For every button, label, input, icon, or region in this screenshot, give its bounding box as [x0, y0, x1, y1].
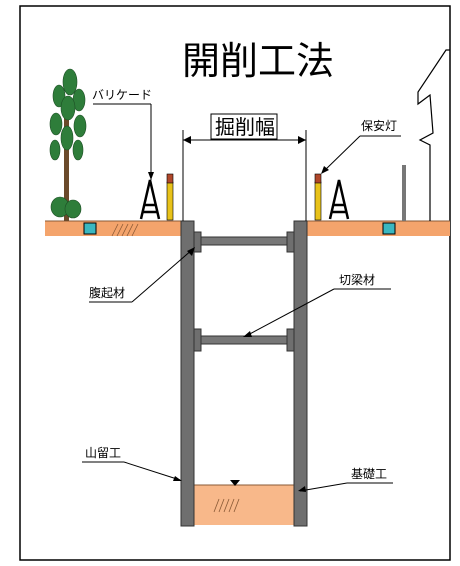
retaining-wall-leader-arrow — [123, 461, 181, 481]
strut-leader-arrow — [245, 288, 335, 337]
width-label: 掘削幅 — [215, 115, 275, 139]
foundation-mark — [230, 480, 240, 486]
barricade-icon — [139, 179, 161, 220]
safety-light-icon — [314, 173, 322, 221]
diagram-border — [19, 5, 451, 561]
wale-lower-right — [286, 328, 295, 352]
foundation-label: 基礎工 — [351, 467, 387, 481]
strut-upper — [200, 236, 288, 246]
wale-lower-left — [193, 328, 202, 352]
tree-icon — [49, 68, 87, 221]
foundation-leader-arrow — [299, 482, 348, 492]
ground-left — [45, 221, 183, 236]
width-dim-arrow-left — [183, 136, 191, 144]
utility-box-left — [83, 222, 97, 235]
utility-box-right — [382, 222, 396, 235]
strut-label: 切梁材 — [339, 272, 375, 287]
safety-light-leader-head — [321, 166, 329, 174]
width-label-box — [210, 113, 278, 140]
barricade-label: バリケード — [92, 88, 152, 102]
wale-leader-head — [187, 247, 195, 256]
boundary-post — [402, 165, 406, 221]
safety-light-label: 保安灯 — [361, 118, 397, 133]
safety-light-icon — [166, 173, 174, 221]
diagram-title: 開削工法 — [182, 39, 334, 83]
barricade-icon — [328, 179, 350, 220]
wale-leader-arrow — [131, 248, 194, 303]
ground-hatching — [111, 223, 139, 237]
sheet-pile-left — [180, 220, 195, 527]
width-dim-arrow-right — [298, 136, 306, 144]
wale-upper-left — [193, 231, 202, 253]
strut-leader-head — [243, 331, 252, 337]
strut-lower — [200, 335, 288, 345]
retaining-wall-label: 山留工 — [85, 446, 121, 460]
foundation-layer — [193, 485, 295, 525]
ground-right — [307, 221, 450, 236]
foundation-leader-head — [298, 486, 306, 492]
sheet-pile-right — [293, 220, 308, 527]
safety-light-leader-arrow — [322, 135, 361, 173]
foundation-hatching — [213, 498, 240, 513]
building-icon — [417, 49, 450, 221]
barricade-leader-head — [148, 172, 154, 180]
wale-label: 腹起材 — [89, 286, 125, 300]
retaining-wall-leader-head — [173, 476, 182, 481]
wale-upper-right — [286, 231, 295, 253]
